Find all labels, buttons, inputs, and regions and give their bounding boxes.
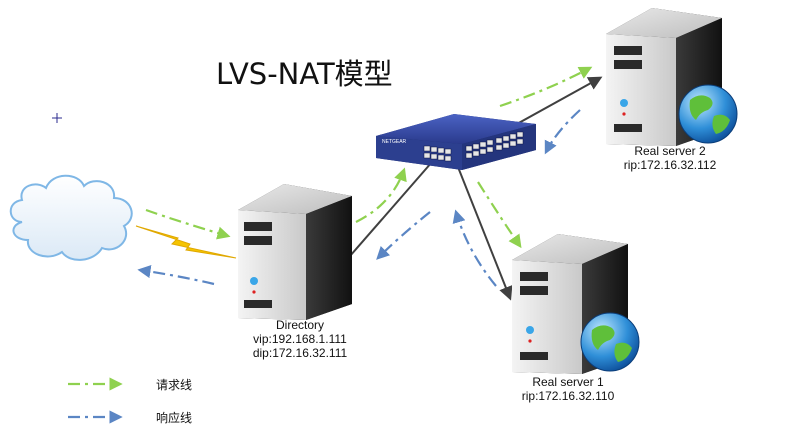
globe-icon (580, 312, 640, 372)
diagram-title: LVS-NAT模型 (216, 57, 393, 91)
director-name: Directory (275, 318, 324, 332)
real-server-2-label: Real server 2 rip:172.16.32.112 (606, 144, 734, 172)
switch-brand-label: NETGEAR (382, 139, 407, 145)
cloud-icon (9, 174, 133, 261)
director-dip: dip:172.16.32.111 (252, 346, 348, 360)
lightning-icon (135, 225, 237, 259)
real-server-2-rip: rip:172.16.32.112 (623, 158, 717, 172)
crosshair-icon (52, 113, 62, 123)
real-server-1-rip: rip:172.16.32.110 (521, 389, 615, 403)
switch-icon: NETGEAR (376, 114, 536, 170)
real-server-1-name: Real server 1 (532, 375, 604, 389)
legend-response-label: 响应线 (156, 411, 193, 425)
director-label: Directory vip:192.168.1.111 dip:172.16.3… (236, 318, 364, 360)
legend-request-label: 请求线 (156, 378, 193, 392)
request-lines (145, 66, 593, 249)
real-server-1-label: Real server 1 rip:172.16.32.110 (504, 375, 632, 403)
real-server-1-icon (512, 234, 628, 374)
director-server-icon (238, 184, 352, 320)
director-vip: vip:192.168.1.111 (253, 332, 347, 346)
real-server-2-name: Real server 2 (634, 144, 706, 158)
globe-icon (678, 84, 738, 144)
response-lines (137, 109, 581, 287)
